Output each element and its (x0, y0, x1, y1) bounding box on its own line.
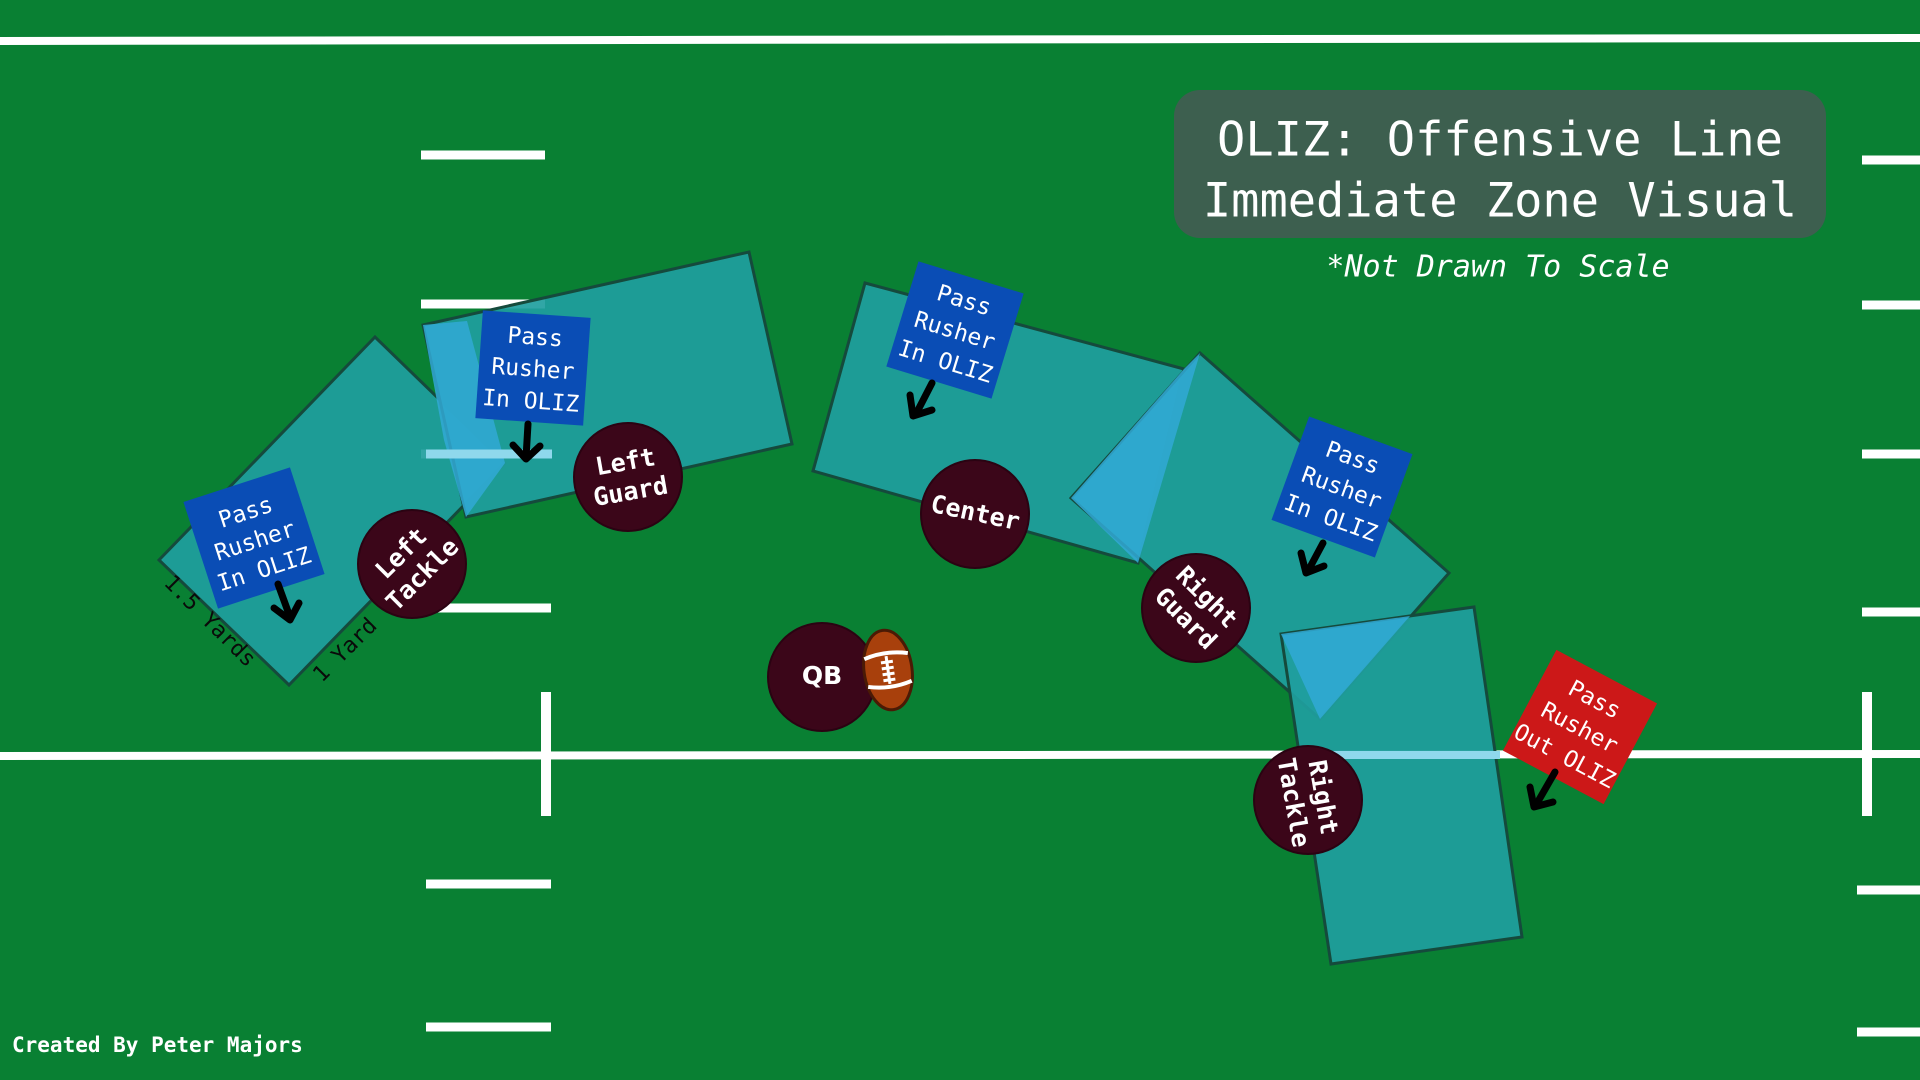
football-icon (862, 628, 914, 712)
rusher-card (886, 261, 1024, 399)
left-tackle: Left Tackle (357, 509, 467, 619)
arrow-down-icon (270, 580, 303, 624)
arrow-down-icon (1297, 539, 1328, 577)
arrow-down-icon (906, 379, 936, 420)
right-tackle: Right Tackle (1253, 745, 1363, 855)
player-token (1253, 745, 1363, 855)
rusher-card-out (1502, 649, 1658, 805)
pass-rusher-left-guard: Pass Rusher In OLIZ (475, 310, 591, 426)
pass-rusher-right-guard: Pass Rusher In OLIZ (1271, 416, 1413, 558)
arrow-down-icon (1526, 768, 1559, 811)
player-token (573, 422, 683, 532)
not-to-scale-note: *Not Drawn To Scale (1326, 250, 1669, 285)
credit: Created By Peter Majors (12, 1033, 303, 1057)
title-line-2: Immediate Zone Visual (1203, 174, 1797, 229)
zone-overlap-left (423, 321, 505, 517)
player-token (357, 509, 467, 619)
rusher-label-line-1: Pass (507, 323, 564, 353)
arrow-down-icon (509, 420, 544, 463)
qb-label: QB (802, 661, 842, 690)
player-token (920, 459, 1030, 569)
pass-rusher-right-tackle: Pass Rusher Out OLIZ (1502, 649, 1658, 805)
rusher-card (475, 310, 591, 426)
pass-rusher-center: Pass Rusher In OLIZ (886, 261, 1024, 399)
top-yard-line (0, 34, 1920, 45)
right-hash-marks (1857, 155, 1920, 1037)
quarterback: QB (767, 622, 877, 732)
left-hash-marks (421, 150, 551, 1032)
rusher-label-line-2: Rusher (491, 354, 576, 386)
player-token (1141, 553, 1251, 663)
center: Center (920, 459, 1030, 569)
right-guard: Right Guard (1141, 553, 1251, 663)
zone-overlap-right (1281, 616, 1410, 719)
pass-rusher-left-tackle: Pass Rusher In OLIZ (183, 467, 325, 609)
zone-overlap-center (1071, 353, 1200, 563)
title-box (1174, 90, 1826, 238)
rusher-card (1271, 416, 1413, 558)
line-of-scrimmage (0, 750, 1920, 760)
title-line-1: OLIZ: Offensive Line (1217, 113, 1783, 168)
left-guard: Left Guard (573, 422, 683, 532)
rusher-card (183, 467, 325, 609)
